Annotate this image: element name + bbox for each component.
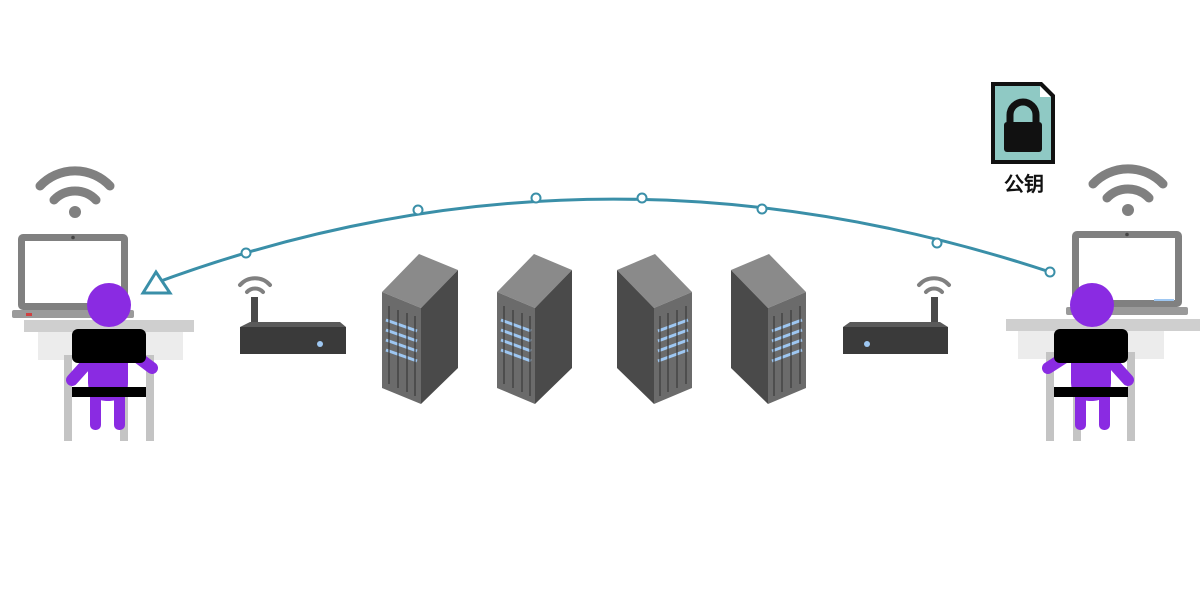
lock-icon [1004, 98, 1042, 152]
path-node [530, 192, 542, 204]
path-arc [149, 197, 1051, 287]
router-icon [238, 276, 346, 354]
path-node [240, 247, 252, 259]
left-workstation [12, 166, 194, 441]
path-node [931, 237, 943, 249]
server-icon [731, 254, 806, 404]
path-node [412, 204, 424, 216]
path-node [756, 203, 768, 215]
public-key-label: 公钥 [1004, 172, 1044, 196]
wifi-icon [238, 276, 272, 294]
person-icon [66, 283, 158, 430]
wifi-icon [35, 166, 115, 218]
server-icon [617, 254, 692, 404]
server-icon [382, 254, 458, 404]
person-icon [1042, 283, 1134, 430]
server-icon [497, 254, 572, 404]
public-key-card [991, 82, 1055, 164]
router-icon [843, 276, 951, 354]
wifi-icon [1088, 164, 1168, 216]
wifi-icon [917, 276, 951, 294]
right-workstation [1006, 164, 1200, 441]
path-node [1044, 266, 1056, 278]
path-node [636, 192, 648, 204]
transmission-path [140, 192, 1056, 295]
triangle-icon [140, 269, 173, 295]
